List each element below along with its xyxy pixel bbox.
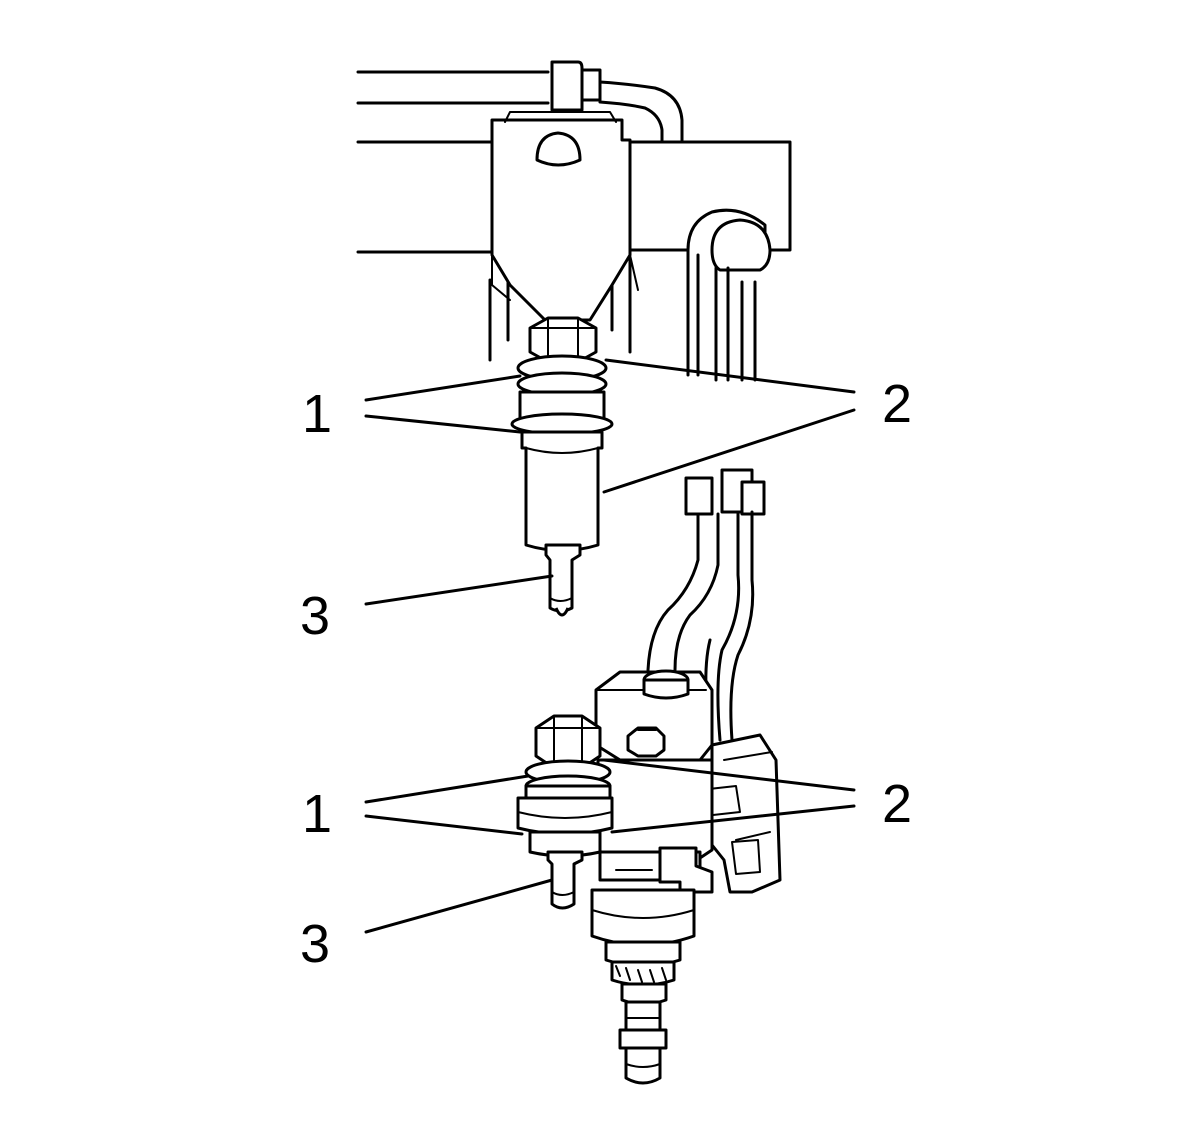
- leader-upper-3: [364, 574, 554, 606]
- lower-bolt: [516, 714, 614, 910]
- callouts: 1 2 3 1 2 3: [300, 374, 912, 974]
- leader-lower-2a: [602, 758, 856, 792]
- callout-lower-3: 3: [300, 914, 330, 974]
- leader-upper-2b: [602, 408, 856, 494]
- leader-lower-1a: [364, 774, 530, 804]
- callout-upper-3: 3: [300, 586, 330, 646]
- fuel-rail: [356, 70, 792, 382]
- leader-lower-2b: [610, 804, 856, 834]
- callout-lower-1: 1: [302, 784, 332, 844]
- leader-lines: [364, 358, 856, 934]
- lower-injector-assembly: [590, 669, 782, 1085]
- leader-upper-1a: [364, 374, 522, 402]
- wiring-harness: [646, 468, 766, 742]
- callout-upper-2: 2: [882, 374, 912, 434]
- leader-lower-3: [364, 878, 554, 934]
- callout-upper-1: 1: [302, 384, 332, 444]
- leader-lower-1b: [364, 814, 524, 836]
- upper-injector-mount: [490, 60, 684, 617]
- leader-upper-2a: [604, 358, 856, 394]
- leader-upper-1b: [364, 414, 522, 434]
- callout-lower-2: 2: [882, 774, 912, 834]
